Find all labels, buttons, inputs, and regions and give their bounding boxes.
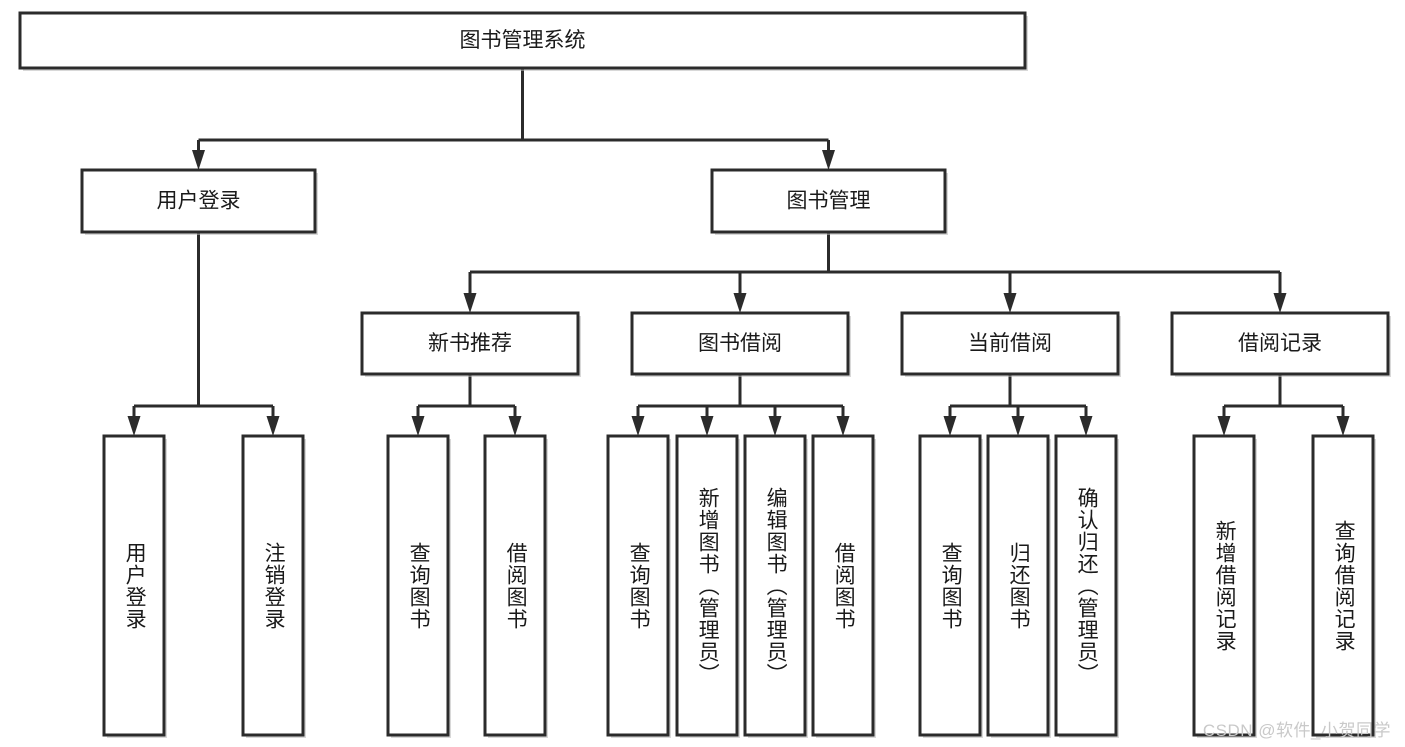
arrow-to-leaf-edit-book xyxy=(768,416,782,436)
node-box-borrow-record[interactable] xyxy=(1170,311,1390,376)
arrow-to-leaf-user-login xyxy=(127,416,141,436)
arrow-to-book-manage xyxy=(822,150,835,170)
arrow-to-leaf-add-book xyxy=(700,416,714,436)
arrow-to-leaf-add-record xyxy=(1217,416,1231,436)
node-box-leaf-confirm-return[interactable] xyxy=(1054,434,1118,737)
arrow-to-leaf-logout xyxy=(266,416,280,436)
node-box-leaf-borrow-book-bor[interactable] xyxy=(811,434,875,737)
node-box-current-borrow[interactable] xyxy=(900,311,1120,376)
node-label-borrow-record: 借阅记录 xyxy=(1238,332,1322,355)
node-box-leaf-query-book-rec[interactable] xyxy=(386,434,450,737)
arrow-to-user-login xyxy=(192,150,205,170)
arrow-to-leaf-query-book-rec xyxy=(411,416,425,436)
node-box-leaf-edit-book[interactable] xyxy=(743,434,807,737)
node-label-current-borrow: 当前借阅 xyxy=(968,332,1052,355)
node-box-root[interactable] xyxy=(18,11,1027,70)
node-box-leaf-logout[interactable] xyxy=(241,434,305,737)
arrow-to-leaf-query-record xyxy=(1336,416,1350,436)
node-box-user-login[interactable] xyxy=(80,168,317,234)
node-label-user-login: 用户登录 xyxy=(157,190,241,213)
node-label-book-borrow: 图书借阅 xyxy=(698,332,782,355)
arrow-to-current-borrow xyxy=(1003,293,1017,313)
node-box-leaf-add-book[interactable] xyxy=(675,434,739,737)
node-box-leaf-return-book[interactable] xyxy=(986,434,1050,737)
arrow-to-borrow-record xyxy=(1273,293,1287,313)
arrow-to-new-book-recommend xyxy=(463,293,477,313)
arrow-to-leaf-confirm-return xyxy=(1079,416,1093,436)
arrow-to-leaf-query-book-cur xyxy=(943,416,957,436)
node-box-leaf-query-book-bor[interactable] xyxy=(606,434,670,737)
node-box-new-book-recommend[interactable] xyxy=(360,311,580,376)
node-box-leaf-query-book-cur[interactable] xyxy=(918,434,982,737)
arrow-to-leaf-return-book xyxy=(1011,416,1025,436)
node-box-leaf-borrow-book-rec[interactable] xyxy=(483,434,547,737)
node-label-root: 图书管理系统 xyxy=(460,29,586,52)
arrow-to-leaf-query-book-bor xyxy=(631,416,645,436)
arrow-to-leaf-borrow-book-rec xyxy=(508,416,522,436)
node-box-leaf-user-login[interactable] xyxy=(102,434,166,737)
arrow-to-leaf-borrow-book-bor xyxy=(836,416,850,436)
node-label-new-book-recommend: 新书推荐 xyxy=(428,332,512,355)
node-box-leaf-add-record[interactable] xyxy=(1192,434,1256,737)
arrow-to-book-borrow xyxy=(733,293,747,313)
csdn-watermark: CSDN @软件_小贺同学 xyxy=(1202,721,1391,740)
node-box-book-borrow[interactable] xyxy=(630,311,850,376)
node-box-leaf-query-record[interactable] xyxy=(1311,434,1375,737)
node-label-book-manage: 图书管理 xyxy=(787,190,871,213)
connector-layer xyxy=(127,68,1350,436)
box-layer xyxy=(18,11,1390,737)
node-box-book-manage[interactable] xyxy=(710,168,947,234)
